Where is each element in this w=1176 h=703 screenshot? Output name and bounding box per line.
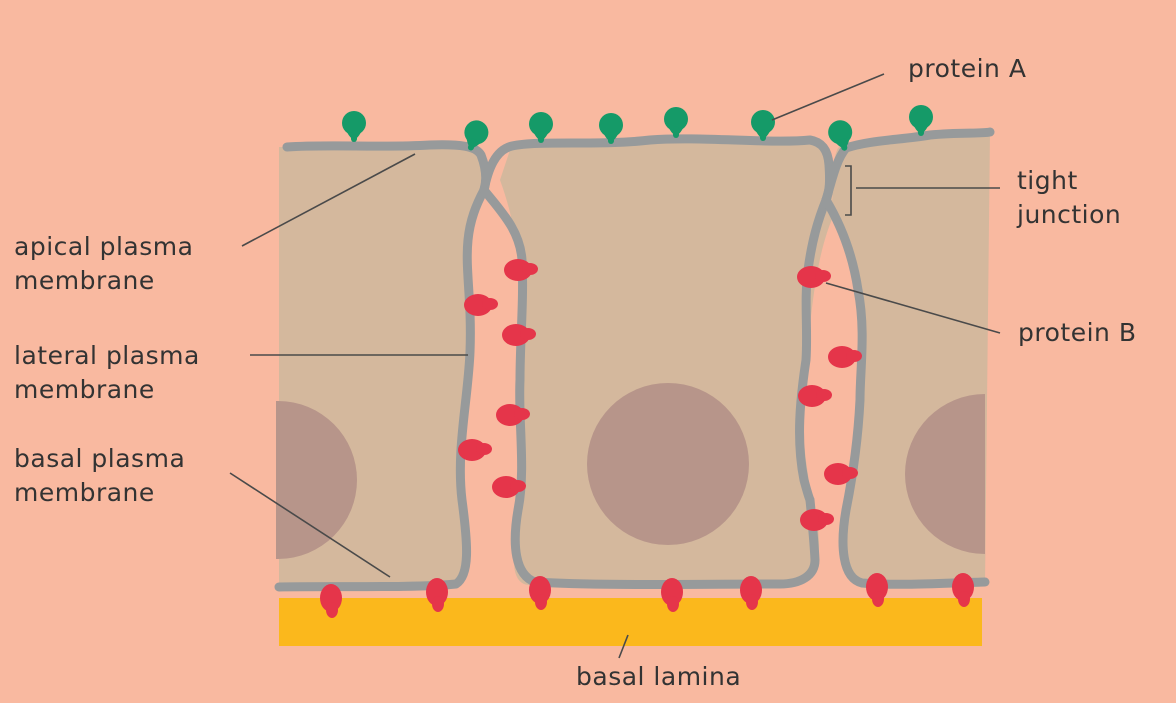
basal-lamina-label: basal lamina: [576, 662, 742, 691]
protein-a-3: [529, 112, 553, 143]
leader-protein-a: [771, 73, 885, 121]
apical-plasma-membrane-label: apical plasma membrane: [14, 232, 194, 295]
basal-lamina: [279, 598, 982, 646]
basal-plasma-membrane-label: basal plasma membrane: [14, 444, 186, 507]
leader-basal: [229, 472, 391, 578]
protein-b-lateral-7: [797, 266, 831, 288]
tight-junction-label: tight junction: [1017, 166, 1122, 229]
nucleus-right: [905, 394, 985, 554]
protein-a-5: [664, 107, 688, 138]
protein-b-label: protein B: [1018, 318, 1137, 347]
protein-a-1: [342, 111, 366, 142]
leader-protein-b: [825, 282, 1001, 334]
apical-membrane-middle: [479, 134, 835, 205]
apical-membrane-right: [821, 127, 995, 205]
protein-b-lateral-9: [798, 385, 832, 407]
cell-middle-lateral-right: [795, 195, 831, 505]
protein-b-lateral-11: [800, 509, 834, 531]
protein-b-lateral-5: [458, 439, 492, 461]
leader-apical: [241, 153, 416, 247]
protein-a-label: protein A: [908, 54, 1027, 83]
nucleus-middle: [587, 383, 749, 545]
tight-junction-bracket: [845, 165, 852, 216]
cell-middle: [500, 136, 836, 586]
lateral-plasma-membrane-label: lateral plasma membrane: [14, 341, 200, 404]
nucleus-left: [276, 401, 357, 559]
leader-basal-lamina: [618, 634, 629, 659]
protein-b-lateral-2: [464, 294, 498, 316]
